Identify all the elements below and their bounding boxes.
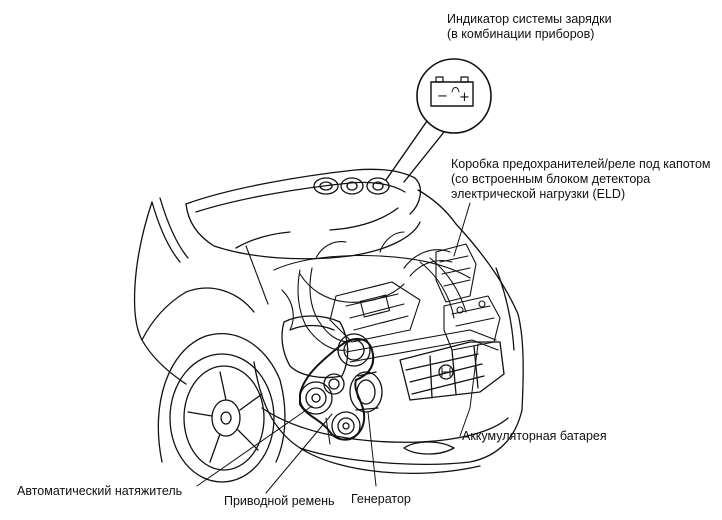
indicator-callout [385, 58, 492, 183]
battery-warning-icon [430, 81, 474, 107]
battery-minus-symbol: − [437, 89, 448, 104]
car-body [133, 168, 524, 474]
front-wheel [169, 353, 275, 483]
label-drive-belt: Приводной ремень [224, 494, 335, 508]
label-charging-indicator-line1: Индикатор системы зарядки [447, 12, 612, 26]
front-grille [399, 341, 505, 401]
label-fuse-relay-box: Коробка предохранителей/реле под капотом… [451, 157, 711, 202]
label-battery: Аккумуляторная батарея [462, 429, 607, 443]
label-fuse-relay-box-line1: Коробка предохранителей/реле под капотом [451, 157, 711, 171]
battery-plus-symbol: + [459, 90, 470, 105]
label-fuse-relay-box-line3: электрической нагрузки (ELD) [451, 187, 626, 201]
label-fuse-relay-box-line2: (со встроенным блоком детектора [451, 172, 651, 186]
belt-and-pulleys [299, 333, 383, 441]
label-charging-indicator: Индикатор системы зарядки (в комбинации … [447, 12, 612, 42]
leader-lines [196, 202, 479, 494]
label-alternator: Генератор [351, 492, 411, 506]
label-auto-tensioner: Автоматический натяжитель [17, 484, 183, 498]
label-charging-indicator-line2: (в комбинации приборов) [447, 27, 595, 41]
